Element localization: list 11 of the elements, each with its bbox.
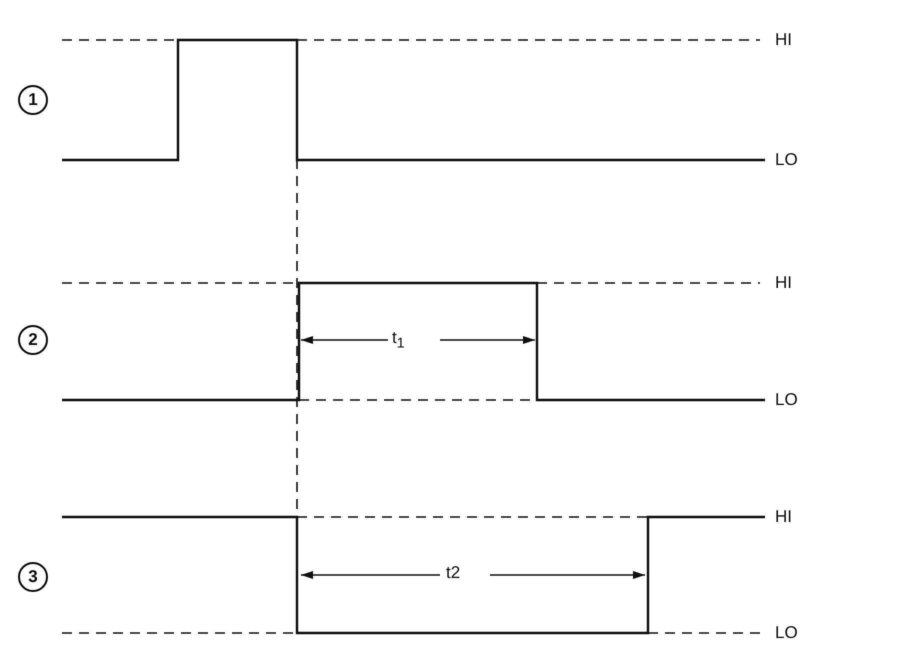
- signal-level-label: LO: [775, 150, 798, 170]
- circled-number: 3: [18, 562, 48, 592]
- circled-number: 1: [18, 85, 48, 115]
- signal-level-label: HI: [775, 507, 792, 527]
- circled-number: 2: [18, 325, 48, 355]
- signal-level-label: HI: [775, 30, 792, 50]
- dimension-label: t$_{1}$: [392, 328, 405, 354]
- signal-level-label: HI: [775, 273, 792, 293]
- signal-level-label: LO: [775, 390, 798, 410]
- signal-level-label: LO: [775, 623, 798, 643]
- dimension-label: t2: [446, 563, 460, 583]
